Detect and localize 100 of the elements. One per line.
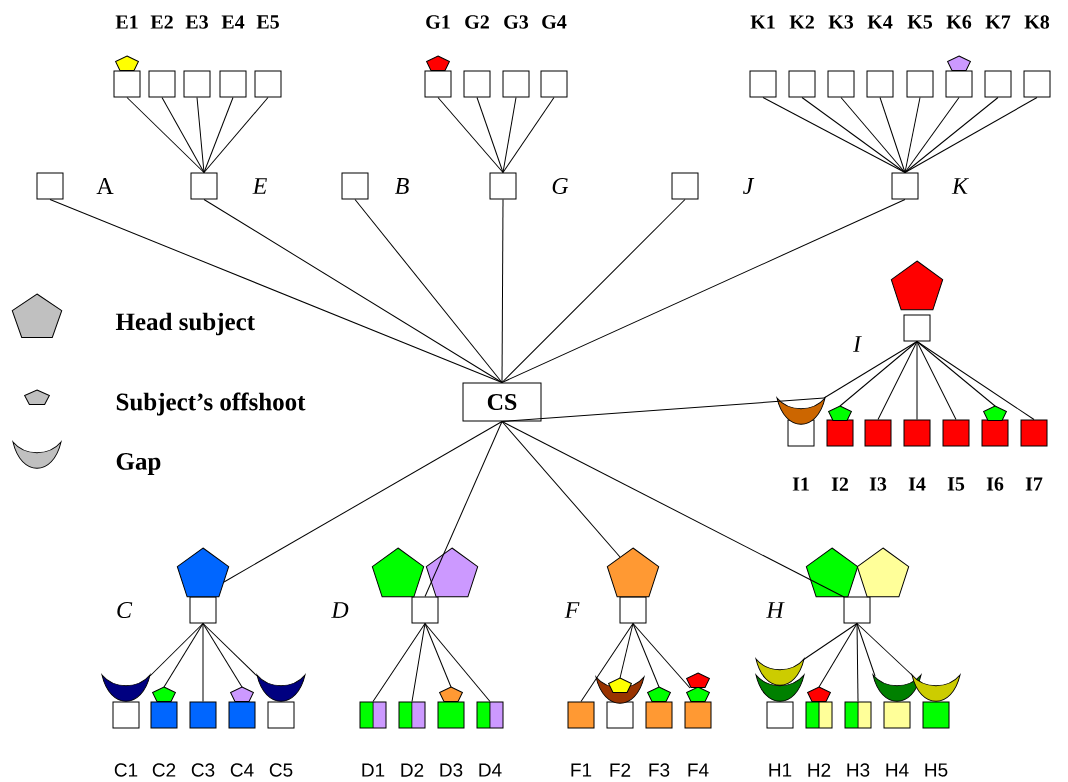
connector-line (202, 623, 258, 677)
connector-line (501, 199, 906, 383)
connector-line (818, 623, 858, 688)
node-label: F3 (649, 763, 670, 777)
connector-line (904, 97, 1038, 173)
node-label: F4 (688, 763, 709, 777)
node-label: K5 (907, 15, 933, 29)
node-label: A (96, 178, 114, 194)
node-label: I4 (908, 477, 926, 491)
node-label: E4 (221, 15, 245, 29)
node-label: C3 (191, 763, 215, 777)
node-label: C4 (230, 763, 254, 777)
node-label: H1 (769, 763, 792, 777)
node-label: G1 (426, 15, 450, 29)
node-label: C2 (152, 763, 176, 777)
node-label: K8 (1024, 15, 1050, 29)
connector-line (501, 199, 504, 383)
connector-line (49, 199, 503, 383)
connector-line (916, 341, 957, 420)
connector-line (580, 623, 634, 702)
node-label: H3 (847, 763, 870, 777)
connector-line (202, 623, 204, 702)
node-label: C5 (269, 763, 293, 777)
connector-line (501, 397, 825, 422)
node-label: K7 (985, 15, 1011, 29)
node-label: I5 (947, 477, 965, 491)
connector-line (904, 97, 921, 173)
connector-line (203, 199, 503, 383)
connector-line (203, 97, 234, 173)
node-label: K4 (867, 15, 893, 29)
node-label: I2 (831, 477, 849, 491)
connector-line (856, 623, 876, 677)
node-label: E (252, 178, 267, 194)
connector-line (372, 623, 426, 702)
connector-line (502, 97, 555, 173)
connector-line (501, 421, 845, 598)
connector-line (161, 97, 205, 173)
node-label: F (564, 602, 580, 618)
connector-line (196, 97, 205, 173)
connector-line (856, 623, 914, 677)
connector-line (762, 97, 906, 173)
node-label: C (117, 601, 133, 619)
node-label: D (331, 602, 349, 618)
connector-line (916, 341, 996, 407)
connector-line (437, 97, 504, 173)
node-label: I6 (986, 477, 1004, 491)
legend-label: Subject’s offshoot (116, 392, 306, 416)
connector-line (823, 341, 918, 399)
node-label: I (852, 336, 862, 352)
node-label: H5 (925, 763, 948, 777)
connector-line (632, 623, 691, 689)
connector-line (424, 623, 452, 688)
connector-line (501, 199, 686, 383)
connector-line (223, 421, 503, 583)
connector-line (502, 97, 517, 173)
connector-line (840, 97, 906, 173)
connector-line (916, 341, 918, 420)
connector-line (411, 623, 426, 702)
node-label: E3 (185, 15, 208, 29)
connector-line (476, 97, 504, 173)
connector-line (802, 623, 858, 661)
connector-line (424, 421, 503, 597)
connector-line (126, 97, 205, 173)
node-label: I7 (1025, 477, 1043, 491)
node-label: H (766, 602, 785, 618)
node-label: K (951, 178, 970, 194)
connector-line (632, 623, 660, 688)
connector-line (163, 623, 204, 688)
connector-line (839, 341, 918, 407)
connector-line (149, 623, 204, 677)
node-label: D1 (362, 763, 385, 777)
node-label: E2 (150, 15, 173, 29)
connector-line (879, 97, 906, 173)
node-label: D4 (479, 763, 502, 777)
node-label: H2 (808, 763, 831, 777)
node-label: I3 (869, 477, 887, 491)
legend-label: Gap (116, 453, 161, 475)
node-label: C1 (114, 763, 138, 777)
node-label: G2 (465, 15, 489, 29)
node-label: G (552, 177, 569, 195)
node-label: K2 (789, 15, 814, 29)
node-label: K6 (946, 15, 972, 29)
node-label: J (743, 178, 755, 194)
connector-line (203, 97, 269, 173)
node-label: G3 (504, 15, 529, 29)
connector-line (424, 623, 491, 702)
label-box: CS (462, 382, 542, 422)
connector-line (904, 97, 960, 173)
node-label: I1 (792, 477, 809, 491)
node-label: E5 (256, 15, 279, 29)
node-label: F2 (610, 763, 631, 777)
node-label: G4 (542, 15, 567, 29)
node-label: K3 (828, 15, 854, 29)
connector-line (916, 341, 1035, 420)
node-label: E1 (115, 15, 138, 29)
connector-line (877, 341, 918, 420)
node-label: K1 (750, 15, 775, 29)
node-label: D2 (401, 763, 424, 777)
node-label: B (394, 178, 409, 194)
legend-label: Head subject (115, 312, 255, 336)
